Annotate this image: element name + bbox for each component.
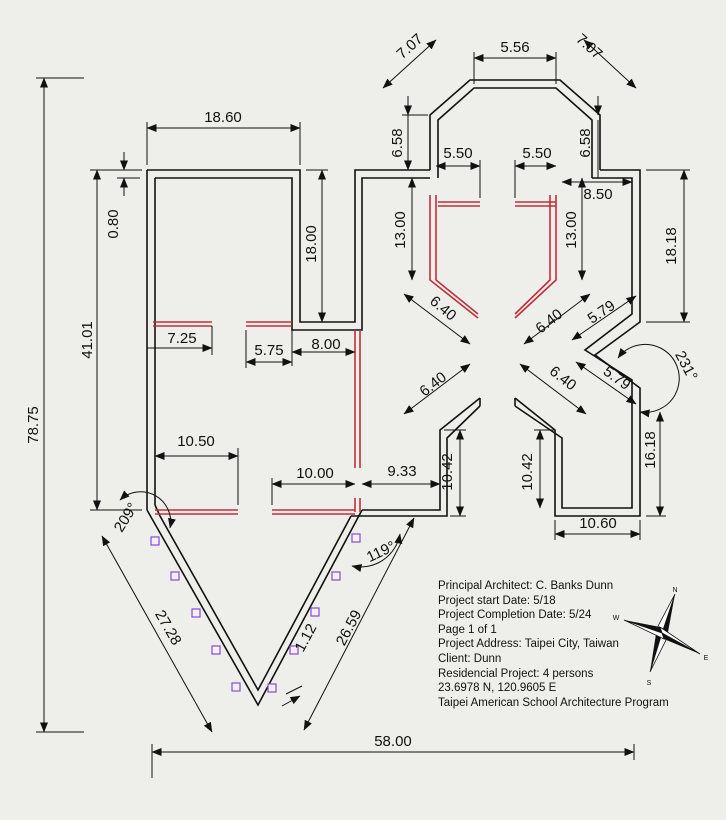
dim-wedge-right: 26.59 xyxy=(333,607,366,648)
dim-right-top-width: 8.50 xyxy=(583,186,612,203)
info-completion-date: Project Completion Date: 5/24 xyxy=(438,609,592,622)
project-info-block: Principal Architect: C. Banks Dunn Proje… xyxy=(438,579,669,710)
dim-diag-upper-right: 6.40 xyxy=(532,306,565,337)
compass-east-label: E xyxy=(704,655,709,662)
dim-right-block-height: 18.18 xyxy=(663,227,680,265)
dim-overall-height: 78.75 xyxy=(25,406,42,444)
dim-diag-upper-left: 6.40 xyxy=(426,293,459,325)
dim-angle-209: 209° xyxy=(111,500,142,535)
dim-tower-diag-right: 7.07 xyxy=(572,31,605,63)
info-address: Project Address: Taipei City, Taiwan xyxy=(438,638,619,651)
dim-tower-side-left: 6.58 xyxy=(389,128,406,157)
dim-right-notch-b: 5.79 xyxy=(600,363,634,394)
compass-west-label: W xyxy=(613,615,620,622)
dim-angle-231: 231° xyxy=(671,348,701,383)
dim-tower-top: 5.56 xyxy=(500,39,529,56)
dim-corridor-len-left: 13.00 xyxy=(392,211,409,249)
dim-diag-lower-right: 6.40 xyxy=(546,363,579,394)
info-coordinates: 23.6978 N, 120.9605 E xyxy=(438,682,557,695)
dim-room-10-00: 10.00 xyxy=(296,465,334,482)
dim-corridor-right: 5.50 xyxy=(522,145,551,162)
dim-room-7-25: 7.25 xyxy=(167,330,196,347)
dim-room-5-75: 5.75 xyxy=(254,342,283,359)
dim-corridor-left: 5.50 xyxy=(443,145,472,162)
info-start-date: Project start Date: 5/18 xyxy=(438,594,556,607)
dim-leg-left: 10.42 xyxy=(439,453,456,491)
compass-north-label: N xyxy=(672,587,677,594)
info-architect: Principal Architect: C. Banks Dunn xyxy=(438,580,614,592)
dim-diag-lower-left: 6.40 xyxy=(416,369,449,400)
dim-left-top-offset: 0.80 xyxy=(105,209,122,238)
info-project-type: Residencial Project: 4 persons xyxy=(438,667,594,680)
dim-corridor-len-right: 13.00 xyxy=(563,211,580,249)
dim-room-10-50: 10.50 xyxy=(177,433,215,450)
dim-right-base-width: 10.60 xyxy=(579,515,617,532)
dim-leg-right: 10.42 xyxy=(519,453,536,491)
dim-wedge-left: 27.28 xyxy=(151,607,184,648)
compass-rose-icon: N E S W xyxy=(613,587,709,687)
compass-south-label: S xyxy=(647,680,652,687)
dim-overall-width: 58.00 xyxy=(374,733,412,750)
info-client: Client: Dunn xyxy=(438,652,502,665)
dim-right-lower-height: 16.18 xyxy=(642,431,659,469)
dim-left-block-height: 41.01 xyxy=(79,321,96,359)
info-program: Taipei American School Architecture Prog… xyxy=(438,696,669,709)
dim-tower-side-right: 6.58 xyxy=(577,128,594,157)
info-page: Page 1 of 1 xyxy=(438,623,497,636)
dim-room-8-00: 8.00 xyxy=(311,336,340,353)
dim-left-inner-notch: 18.00 xyxy=(303,225,320,263)
dimension-lines xyxy=(36,39,690,778)
dim-room-9-33: 9.33 xyxy=(387,463,416,480)
dim-tower-diag-left: 7.07 xyxy=(393,31,426,63)
dim-left-top-width: 18.60 xyxy=(204,109,242,126)
dim-right-notch-a: 5.79 xyxy=(585,297,619,327)
dim-wedge-thickness: 1.12 xyxy=(292,621,321,655)
